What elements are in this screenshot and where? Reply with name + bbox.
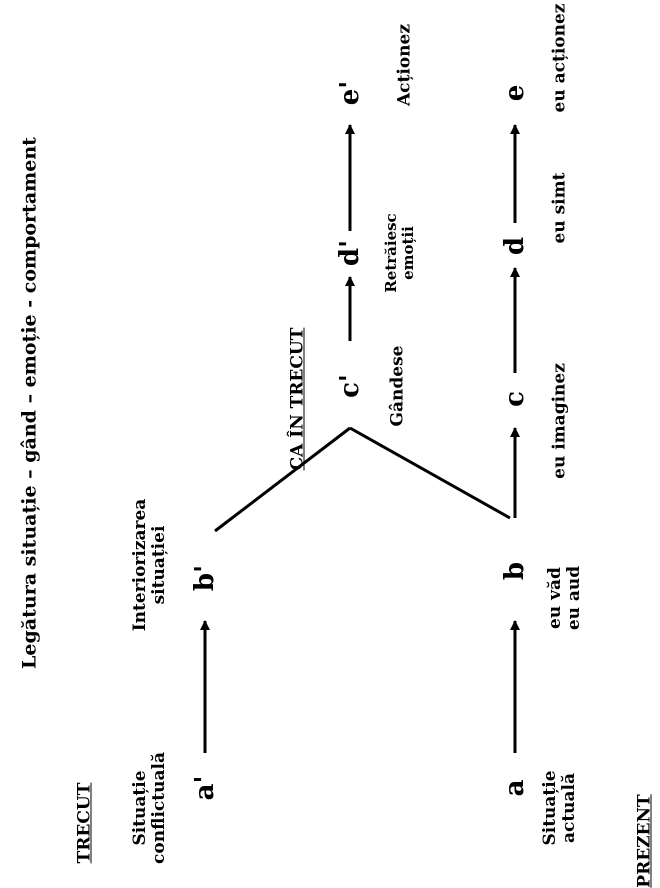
present-c-label: c bbox=[500, 391, 530, 407]
link-b-to-vertex bbox=[349, 426, 511, 520]
link-b-prime-to-vertex bbox=[214, 426, 351, 533]
section-past-heading: TRECUT bbox=[74, 782, 95, 864]
present-b-label: b bbox=[500, 561, 530, 581]
past-b-label: b' bbox=[190, 564, 220, 592]
present-a-label: a bbox=[500, 779, 530, 797]
present-d-label: d bbox=[500, 236, 530, 256]
section-present-heading: PREZENT bbox=[634, 794, 655, 888]
past-d-label: d' bbox=[335, 239, 365, 267]
past-a-label: a' bbox=[190, 775, 220, 801]
section-like-past-heading: CA ÎN TRECUT bbox=[287, 327, 308, 471]
present-c-text: eu imaginez bbox=[549, 363, 570, 479]
past-c-label: c' bbox=[335, 374, 365, 398]
present-d-text: eu simt bbox=[549, 172, 570, 244]
present-e-text: eu acționez bbox=[549, 3, 570, 113]
present-e-label: e bbox=[500, 84, 530, 102]
past-e-label: e' bbox=[335, 80, 365, 106]
past-c-text: Gândese bbox=[387, 345, 408, 427]
diagram-title: Legătura situație – gând – emoție - comp… bbox=[18, 137, 41, 669]
past-e-text: Acționez bbox=[394, 23, 415, 107]
